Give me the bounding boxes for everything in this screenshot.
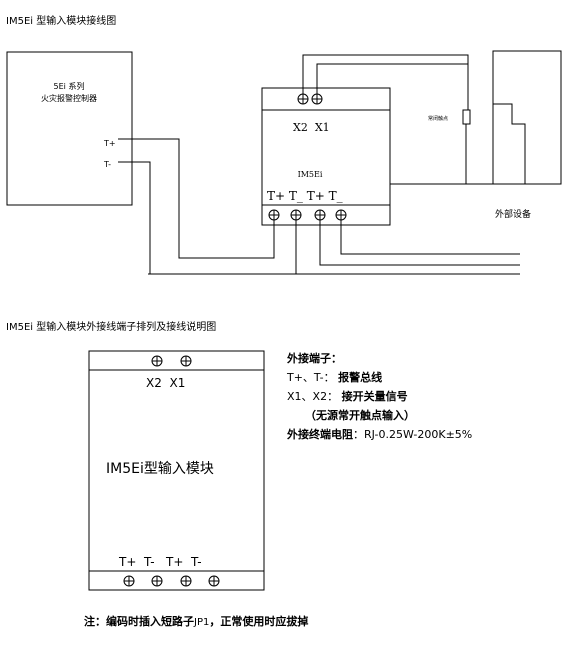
module2-name-label: IM5Ei型输入模块: [106, 461, 214, 477]
module-top-terminal-label: X2 X1: [293, 121, 330, 134]
module2-top-screw-x2: [151, 355, 163, 367]
module-top-terminal-strip: [261, 87, 391, 111]
desc-resistor-label: 外接终端电阻: [287, 428, 353, 441]
wire-controller-tminus: [118, 161, 297, 275]
module2-bottom-strip: [88, 570, 265, 591]
desc-switch-text: 接开关量信号: [341, 390, 408, 403]
module2-top-strip: [88, 350, 265, 371]
wire-device-lower: [389, 164, 493, 185]
controller-series-label: 5Ei 系列: [54, 81, 85, 91]
desc-line-bus: T+、T-： 报警总线: [287, 368, 472, 387]
module-top-screw-x2: [297, 93, 309, 105]
module-bottom-screw-3: [314, 209, 326, 221]
desc-line-resistor: 外接终端电阻：RJ-0.25W-200K±5%: [287, 425, 472, 444]
desc-bus-prefix: T+、T-：: [287, 371, 335, 384]
module-bottom-screw-1: [268, 209, 280, 221]
module2-bottom-terminal-label: T+ T- T+ T-: [118, 555, 202, 569]
wire-bus-out-1: [319, 220, 520, 266]
wire-controller-tplus: [118, 138, 275, 259]
normally-closed-contact-label: 常闭触点: [428, 115, 448, 122]
desc-resistor-value: ：RJ-0.25W-200K±5%: [353, 428, 473, 441]
module-bottom-terminal-strip: [261, 204, 391, 226]
module-bottom-screw-4: [335, 209, 347, 221]
module-bottom-screw-2: [290, 209, 302, 221]
controller-box: [6, 51, 133, 206]
desc-heading: 外接端子：: [287, 352, 342, 365]
diagram1-wires: [118, 54, 526, 275]
note-part1: 注：编码时插入短路子: [84, 615, 194, 628]
module-top-screw-x1: [311, 93, 323, 105]
module2-bottom-screw-3: [180, 575, 192, 587]
normally-closed-contact-symbol: [462, 109, 471, 125]
note-jp1: JP1: [194, 617, 210, 628]
module2-bottom-screw-2: [151, 575, 163, 587]
external-device-caption: 外部设备: [495, 208, 531, 220]
desc-line-contact: （无源常开触点输入）: [305, 409, 415, 422]
module2-top-terminal-label: X2 X1: [146, 376, 185, 390]
external-device-box: [492, 50, 562, 185]
diagram1-title: IM5Ei 型输入模块接线图: [6, 14, 116, 27]
note-part3: ，正常使用时应拔掉: [209, 615, 309, 628]
desc-bus-text: 报警总线: [338, 371, 383, 384]
terminal-description: 外接端子： T+、T-： 报警总线 X1、X2： 接开关量信号 （无源常开触点输…: [287, 349, 472, 444]
diagram2-title: IM5Ei 型输入模块外接线端子排列及接线说明图: [6, 320, 216, 333]
module2-bottom-screw-4: [208, 575, 220, 587]
module-name-label: IM5Ei: [298, 170, 323, 179]
desc-line-switch: X1、X2： 接开关量信号: [287, 387, 472, 406]
wire-contact-to-device: [465, 103, 526, 185]
controller-terminal-pos: T+: [103, 139, 116, 148]
module2-bottom-screw-1: [123, 575, 135, 587]
wire-x1: [316, 63, 468, 94]
module2-top-screw-x1: [180, 355, 192, 367]
coding-note: 注：编码时插入短路子JP1，正常使用时应拔掉: [84, 613, 308, 629]
wire-x2: [302, 54, 469, 110]
wire-bus-out-2: [340, 220, 520, 255]
controller-terminal-neg: T-: [103, 160, 111, 169]
module-bottom-terminal-label: T+ T_ T+ T_: [267, 189, 343, 203]
controller-name-label: 火灾报警控制器: [41, 93, 97, 103]
desc-switch-prefix: X1、X2：: [287, 390, 339, 403]
